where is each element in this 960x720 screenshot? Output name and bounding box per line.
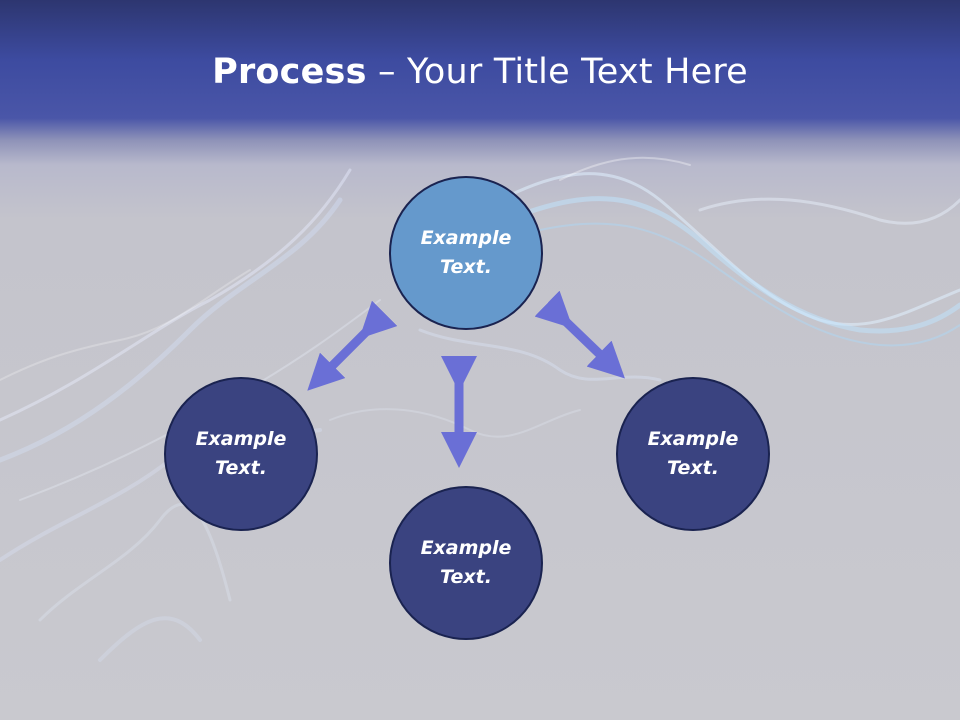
process-node-left: Example Text. [164,377,318,531]
node-top-text: Example Text. [420,227,512,278]
process-node-top: Example Text. [389,176,543,330]
title-rest: – Your Title Text Here [366,52,748,92]
node-right-text: Example Text. [647,428,739,479]
arrow-top-right [534,290,625,379]
process-node-right: Example Text. [616,377,770,531]
slide-title: Process – Your Title Text Here [0,52,960,92]
node-bottom-text: Example Text. [420,537,512,588]
arrow-top-left [307,300,398,391]
title-bold: Process [212,52,367,92]
node-left-text: Example Text. [195,428,287,479]
process-node-bottom: Example Text. [389,486,543,640]
